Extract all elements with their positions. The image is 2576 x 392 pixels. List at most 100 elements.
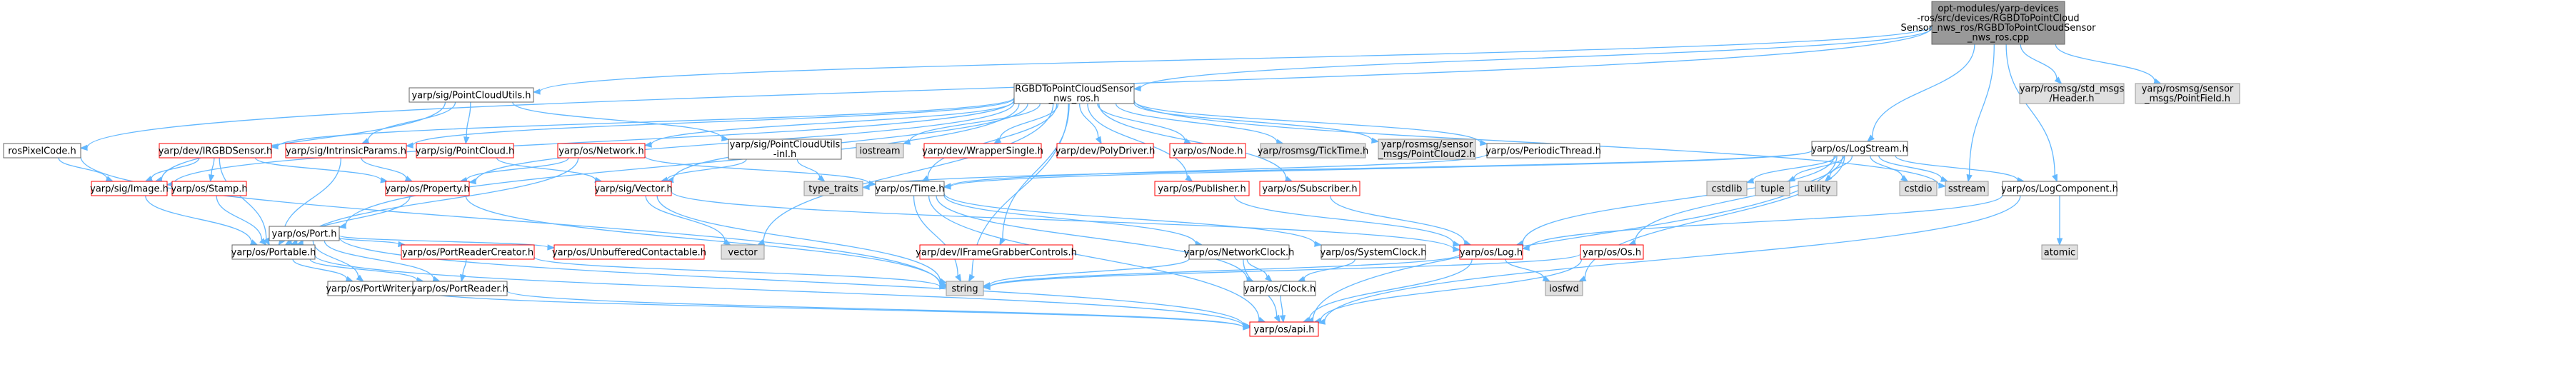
edge-arrowhead bbox=[1453, 246, 1461, 253]
node-sysclock[interactable]: yarp/os/SystemClock.h bbox=[1320, 244, 1427, 260]
node-label-line: yarp/os/Stamp.h bbox=[171, 184, 247, 194]
edge-arrowhead bbox=[1243, 323, 1251, 331]
edge-logstream-to-iosfwd bbox=[1578, 155, 1845, 282]
edge-arrowhead bbox=[2052, 174, 2058, 183]
edge-line bbox=[145, 195, 252, 243]
edge-image-to-portable bbox=[145, 195, 259, 246]
node-property[interactable]: yarp/os/Property.h bbox=[385, 181, 470, 196]
node-label-line: yarp/dev/IRGBDSensor.h bbox=[159, 146, 273, 156]
node-preader[interactable]: yarp/os/PortReader.h bbox=[411, 281, 508, 296]
node-node[interactable]: yarp/os/Node.h bbox=[1169, 143, 1246, 159]
edge-rostoPC-to-publisher bbox=[1087, 103, 1193, 182]
node-box bbox=[1811, 141, 1908, 156]
node-polyd[interactable]: yarp/dev/PolyDriver.h bbox=[1056, 143, 1156, 159]
node-box bbox=[1169, 143, 1246, 159]
node-box bbox=[2135, 83, 2240, 104]
node-subscriber[interactable]: yarp/os/Subscriber.h bbox=[1259, 181, 1360, 196]
node-iframe[interactable]: yarp/dev/IFrameGrabberControls.h bbox=[916, 244, 1077, 260]
edge-line bbox=[211, 157, 215, 176]
node-network[interactable]: yarp/os/Network.h bbox=[557, 143, 646, 159]
node-vector[interactable]: yarp/sig/Vector.h bbox=[594, 181, 673, 196]
edge-rostoPC-to-intr bbox=[405, 98, 1015, 149]
node-label-line: cstdio bbox=[1905, 184, 1933, 194]
edge-arrowhead bbox=[1297, 276, 1306, 282]
node-port[interactable]: yarp/os/Port.h bbox=[269, 226, 340, 241]
node-clock[interactable]: yarp/os/Clock.h bbox=[1243, 281, 1316, 296]
node-label-line: _nws_ros.cpp bbox=[1967, 33, 2029, 44]
node-box bbox=[1056, 143, 1154, 159]
node-publisher[interactable]: yarp/os/Publisher.h bbox=[1154, 181, 1250, 196]
edge-root-to-logcomp bbox=[2005, 44, 2058, 183]
node-box bbox=[919, 244, 1073, 260]
node-time[interactable]: yarp/os/Time.h bbox=[875, 181, 945, 196]
node-box bbox=[1188, 244, 1290, 260]
node-label-line: yarp/rosmsg/sensor bbox=[1381, 140, 1473, 151]
node-portable[interactable]: yarp/os/Portable.h bbox=[231, 244, 316, 260]
node-periodic[interactable]: yarp/os/PeriodicThread.h bbox=[1485, 143, 1601, 159]
node-intr[interactable]: yarp/sig/IntrinsicParams.h bbox=[285, 143, 407, 159]
edge-arrowhead bbox=[1264, 274, 1273, 282]
edge-root-to-stdhdr bbox=[2020, 44, 2063, 84]
edge-arrowhead bbox=[2056, 238, 2063, 246]
node-prcreator[interactable]: yarp/os/PortReaderCreator.h bbox=[401, 244, 535, 260]
node-rospix[interactable]: rosPixelCode.h bbox=[3, 143, 81, 159]
node-irgbd[interactable]: yarp/dev/IRGBDSensor.h bbox=[159, 143, 273, 159]
node-label-line: yarp/os/Time.h bbox=[876, 184, 945, 194]
node-label-line: yarp/sig/PointCloudUtils.h bbox=[411, 90, 531, 101]
edge-line bbox=[533, 256, 941, 288]
edge-line bbox=[151, 157, 200, 179]
node-stamp[interactable]: yarp/os/Stamp.h bbox=[171, 181, 248, 196]
node-pc[interactable]: yarp/sig/PointCloud.h bbox=[416, 143, 514, 159]
node-logcomp[interactable]: yarp/os/LogComponent.h bbox=[2001, 181, 2118, 196]
node-image[interactable]: yarp/sig/Image.h bbox=[90, 181, 169, 196]
node-box bbox=[285, 143, 407, 159]
edge-arrowhead bbox=[955, 273, 962, 283]
edge-line bbox=[512, 101, 723, 139]
edge-line bbox=[908, 103, 1041, 142]
graph-edges bbox=[58, 25, 2162, 331]
edge-arrowhead bbox=[723, 238, 732, 246]
edge-line bbox=[416, 290, 1244, 328]
edge-rostoPC-to-polyd bbox=[1078, 103, 1102, 145]
node-pwriter[interactable]: yarp/os/PortWriter.h bbox=[326, 281, 419, 296]
edge-line bbox=[161, 101, 446, 180]
node-unbuf[interactable]: yarp/os/UnbufferedContactable.h bbox=[552, 244, 706, 260]
node-label-line: string bbox=[951, 283, 978, 294]
node-rostoPC[interactable]: RGBDToPointCloudSensor_nws_ros.h bbox=[1013, 83, 1135, 104]
node-pcinl[interactable]: yarp/sig/PointCloudUtils-inl.h bbox=[728, 139, 842, 160]
edge-arrowhead bbox=[1938, 182, 1947, 189]
edge-arrowhead bbox=[1279, 315, 1286, 323]
edge-line bbox=[666, 159, 747, 181]
node-pcutils[interactable]: yarp/sig/PointCloudUtils.h bbox=[409, 87, 534, 103]
edge-line bbox=[314, 255, 1244, 326]
edge-arrowhead bbox=[547, 244, 556, 251]
edge-arrowhead bbox=[259, 238, 267, 246]
node-label-line: yarp/dev/IFrameGrabberControls.h bbox=[916, 247, 1077, 258]
edge-line bbox=[943, 195, 1197, 244]
node-root: opt-modules/yarp-devices-ros/src/devices… bbox=[1900, 1, 2096, 45]
edge-line bbox=[2005, 44, 2055, 176]
node-label-line: -inl.h bbox=[773, 149, 797, 160]
node-log[interactable]: yarp/os/Log.h bbox=[1459, 244, 1523, 260]
node-api[interactable]: yarp/os/api.h bbox=[1249, 321, 1319, 337]
edge-line bbox=[367, 101, 456, 141]
edge-line bbox=[1098, 103, 1287, 179]
node-label-line: yarp/os/Network.h bbox=[558, 146, 643, 156]
edge-prcreator-to-preader bbox=[460, 258, 467, 283]
node-netclock[interactable]: yarp/os/NetworkClock.h bbox=[1184, 244, 1295, 260]
node-label-line: vector bbox=[728, 247, 758, 258]
node-box bbox=[1320, 244, 1426, 260]
edge-logstream-to-cstdio bbox=[1869, 155, 1909, 182]
node-logstream[interactable]: yarp/os/LogStream.h bbox=[1811, 141, 1908, 156]
edge-line bbox=[1133, 100, 1481, 144]
node-typetraits: type_traits bbox=[803, 181, 863, 196]
node-wrapper[interactable]: yarp/dev/WrapperSingle.h bbox=[922, 143, 1043, 159]
node-label-line: _nws_ros.h bbox=[1048, 94, 1100, 104]
node-tick: yarp/rosmsg/TickTime.h bbox=[1258, 143, 1368, 159]
node-box bbox=[1580, 244, 1644, 260]
edge-line bbox=[1140, 27, 1933, 89]
node-box bbox=[1154, 181, 1250, 196]
edge-line bbox=[1752, 155, 1837, 181]
node-os[interactable]: yarp/os/Os.h bbox=[1580, 244, 1644, 260]
node-label-line: yarp/os/Subscriber.h bbox=[1262, 184, 1357, 194]
